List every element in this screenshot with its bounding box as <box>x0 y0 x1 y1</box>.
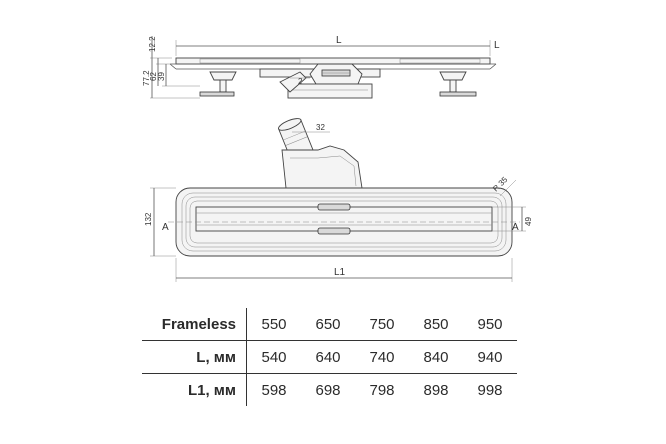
dim-outlet-diameter: 32 <box>316 123 325 132</box>
dim-length-l1: L1 <box>334 267 346 278</box>
table-cell: 850 <box>423 315 449 333</box>
dim-length-top: L <box>336 35 342 46</box>
table-row: Frameless 550 650 750 850 950 <box>142 308 517 341</box>
table-cell: 740 <box>355 340 409 374</box>
table-cell: 640 <box>301 340 355 374</box>
row-label: Frameless <box>142 308 247 341</box>
plan-view: 32 A A 132 49 R 35 L1 <box>144 118 533 282</box>
table-cell: 698 <box>315 381 341 399</box>
size-table: Frameless 550 650 750 850 950 L, мм 540 … <box>142 308 517 406</box>
row-label: L1, мм <box>142 373 247 406</box>
outlet-block <box>287 83 373 99</box>
table-cell: 550 <box>261 315 287 333</box>
right-leg <box>439 71 467 81</box>
section-marker-right: A <box>512 222 519 233</box>
table-cell: 598 <box>261 381 287 399</box>
dim-total-height: 77.2 <box>142 70 151 86</box>
table-cell: 898 <box>423 381 449 399</box>
grate <box>195 206 493 232</box>
table-cell: 540 <box>246 340 301 374</box>
dim-length-right: L <box>494 40 500 51</box>
table-cell: 798 <box>369 381 395 399</box>
siphon-housing <box>281 145 363 189</box>
technical-drawing: 12.2 77.2 62 39 L L 2 32 <box>142 35 533 282</box>
table-cell: 650 <box>315 315 341 333</box>
side-view: 12.2 77.2 62 39 L L 2 <box>142 35 500 99</box>
dim-outlet-gap: 2 <box>298 77 303 86</box>
table-cell: 950 <box>477 315 503 333</box>
table-row: L1, мм 598 698 798 898 998 <box>142 373 517 406</box>
table-cell: 998 <box>477 381 503 399</box>
row-label: L, мм <box>142 340 247 374</box>
dim-grate-width: 49 <box>524 217 533 226</box>
table-cell: 750 <box>369 315 395 333</box>
table-cell: 940 <box>463 340 517 374</box>
dim-inner-height: 39 <box>157 72 166 81</box>
table-cell: 840 <box>409 340 463 374</box>
dim-frame-height: 12.2 <box>148 36 157 52</box>
dim-total-width: 132 <box>144 212 153 226</box>
left-leg <box>209 71 237 81</box>
section-marker-left: A <box>162 222 169 233</box>
dim-body-height: 62 <box>149 72 158 81</box>
table-row: L, мм 540 640 740 840 940 <box>142 340 517 374</box>
